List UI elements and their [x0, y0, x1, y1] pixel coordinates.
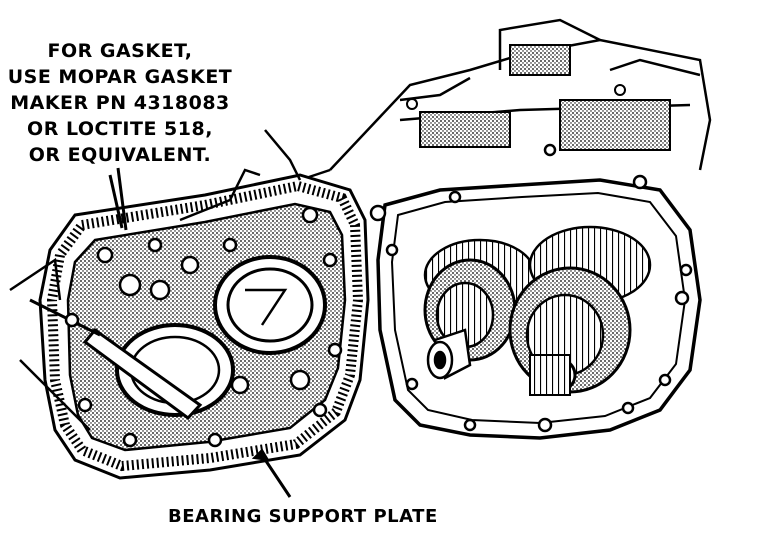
- gasket-band: [46, 180, 364, 472]
- pry-tool: [82, 327, 203, 421]
- case-bolt-holes: [369, 143, 693, 433]
- plate-leader-arrowhead: [251, 448, 270, 462]
- engine-block-detail: [406, 44, 671, 151]
- gear-cluster: [423, 225, 652, 396]
- gasket-note-line-5: OR EQUIVALENT.: [28, 144, 212, 166]
- gasket-sealant-callout: FOR GASKET, USE MOPAR GASKET MAKER PN 43…: [0, 38, 240, 168]
- transmission-case: [369, 143, 702, 440]
- gasket-note-line-4: OR LOCTITE 518,: [27, 118, 213, 140]
- gasket-note-line-2: USE MOPAR GASKET: [7, 66, 233, 88]
- input-shaft: [426, 328, 472, 380]
- bearing-support-plate-label: BEARING SUPPORT PLATE: [168, 506, 438, 527]
- bearing-support-plate: [29, 173, 370, 480]
- harness-lines: [9, 129, 302, 431]
- gasket-leader-line: [108, 167, 128, 231]
- gasket-note-line-3: MAKER PN 4318083: [10, 92, 230, 114]
- gasket-note-line-1: FOR GASKET,: [47, 40, 193, 62]
- plate-leader-line: [260, 454, 292, 498]
- plate-bolt-holes: [64, 206, 343, 448]
